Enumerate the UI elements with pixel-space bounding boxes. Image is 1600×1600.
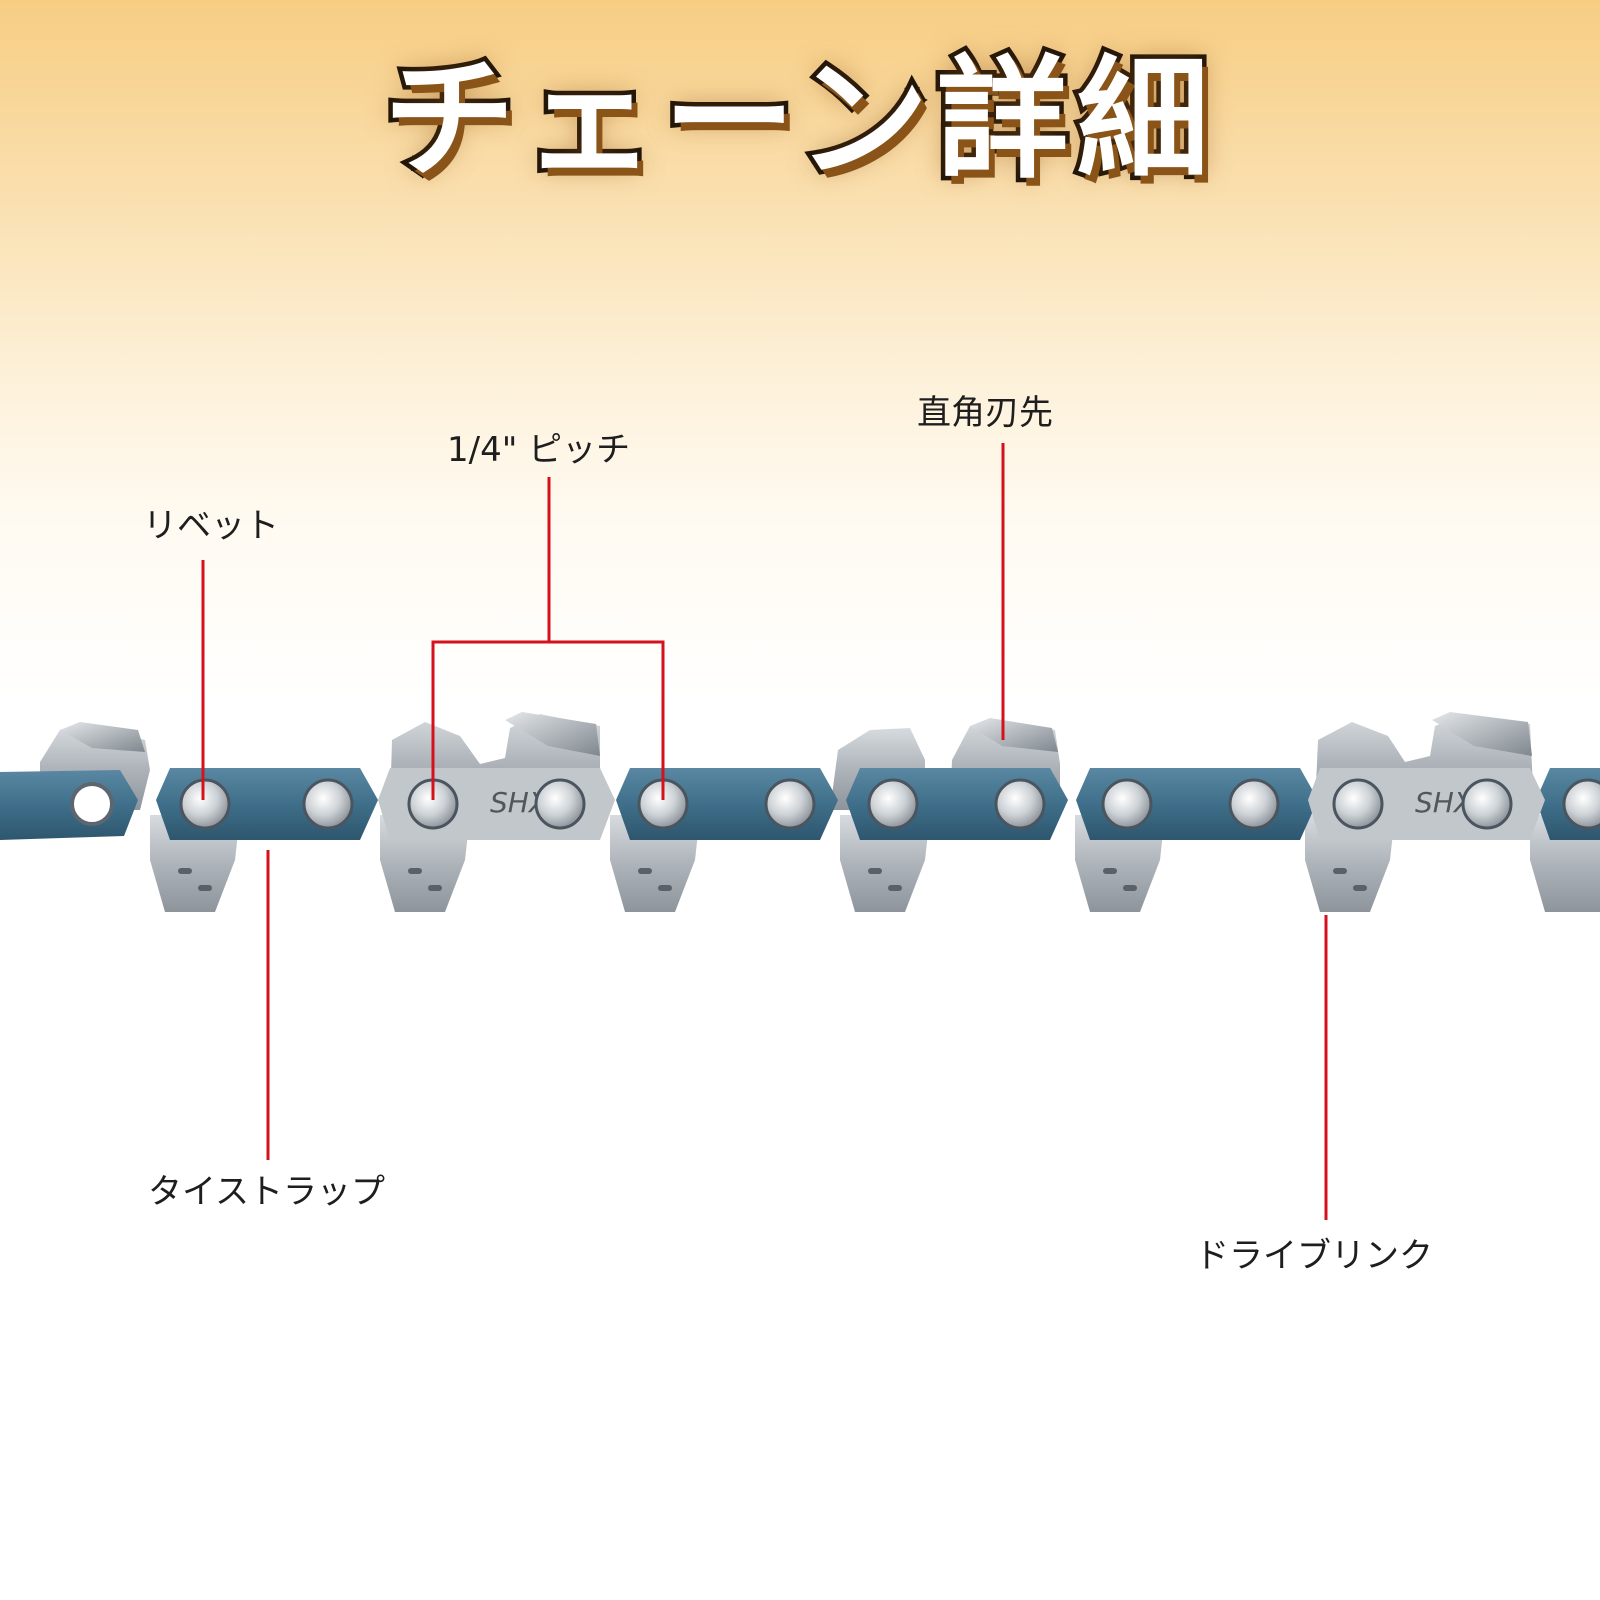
rivet-label: リベット <box>143 506 279 546</box>
page-title: チェーン詳細 <box>379 39 1217 202</box>
tie-strap-label: タイストラップ <box>148 1172 385 1212</box>
cutter-label: 直角刃先 <box>917 393 1053 433</box>
drive-link-stamps <box>178 868 1367 891</box>
pitch-label: 1/4" ピッチ <box>447 430 631 470</box>
saw-chain-illustration: SHX SHX <box>0 712 1600 912</box>
drive-link-label: ドライブリンク <box>1195 1236 1433 1276</box>
